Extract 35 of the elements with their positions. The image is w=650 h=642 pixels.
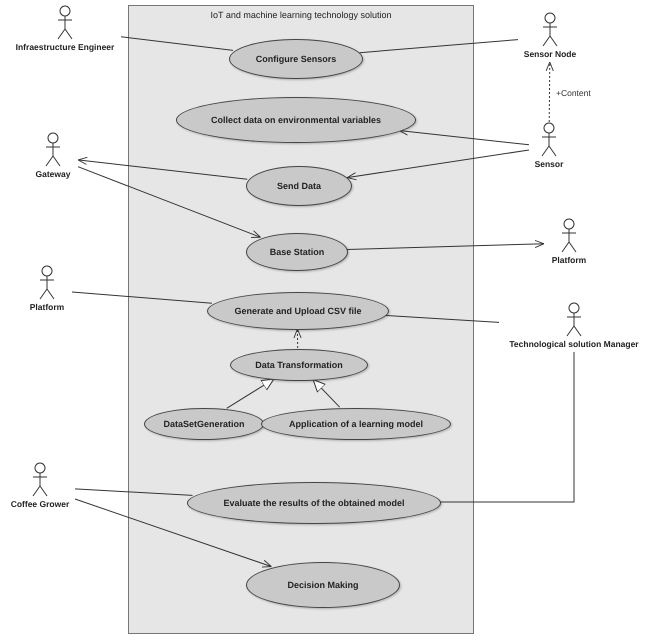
association-line — [74, 488, 193, 496]
actor-label: Platform — [30, 301, 64, 313]
use-case-ellipse: Data Transformation — [230, 349, 368, 381]
use-case-ellipse: Generate and Upload CSV file — [207, 292, 389, 330]
actor-label: Sensor Node — [524, 48, 576, 60]
use-case-ellipse: DataSetGeneration — [144, 408, 264, 440]
actor-label: Coffee Grower — [10, 498, 70, 510]
arrow — [346, 240, 544, 250]
dashed-arrow — [546, 62, 554, 122]
actor-label: Platform — [552, 254, 586, 266]
use-case-ellipse: Application of a learning model — [261, 408, 451, 440]
association-line — [359, 39, 518, 54]
use-case-ellipse: Evaluate the results of the obtained model — [187, 482, 441, 524]
association-line — [120, 36, 234, 51]
arrow — [74, 498, 272, 568]
system-boundary — [128, 5, 474, 634]
actor-label: Technological solution Manager — [509, 338, 639, 350]
use-case-ellipse: Configure Sensors — [229, 39, 363, 79]
use-case-ellipse: Collect data on environmental variables — [176, 97, 416, 143]
arrow — [226, 378, 274, 409]
actor-label: Infraestructure Engineer — [16, 41, 114, 53]
use-case-ellipse: Base Station — [246, 233, 348, 271]
arrow — [312, 379, 340, 408]
dashed-arrow — [294, 328, 302, 348]
use-case-ellipse: Send Data — [246, 166, 352, 206]
association-line — [440, 352, 574, 502]
arrow — [78, 156, 248, 180]
actor-label: Sensor — [534, 158, 564, 170]
association-line — [384, 314, 500, 323]
arrow — [346, 150, 530, 180]
arrow — [78, 166, 262, 238]
association-line — [72, 292, 212, 304]
use-case-ellipse: Decision Making — [246, 562, 400, 608]
system-title: IoT and machine learning technology solution — [210, 9, 392, 22]
actor-label: Gateway — [36, 168, 70, 180]
